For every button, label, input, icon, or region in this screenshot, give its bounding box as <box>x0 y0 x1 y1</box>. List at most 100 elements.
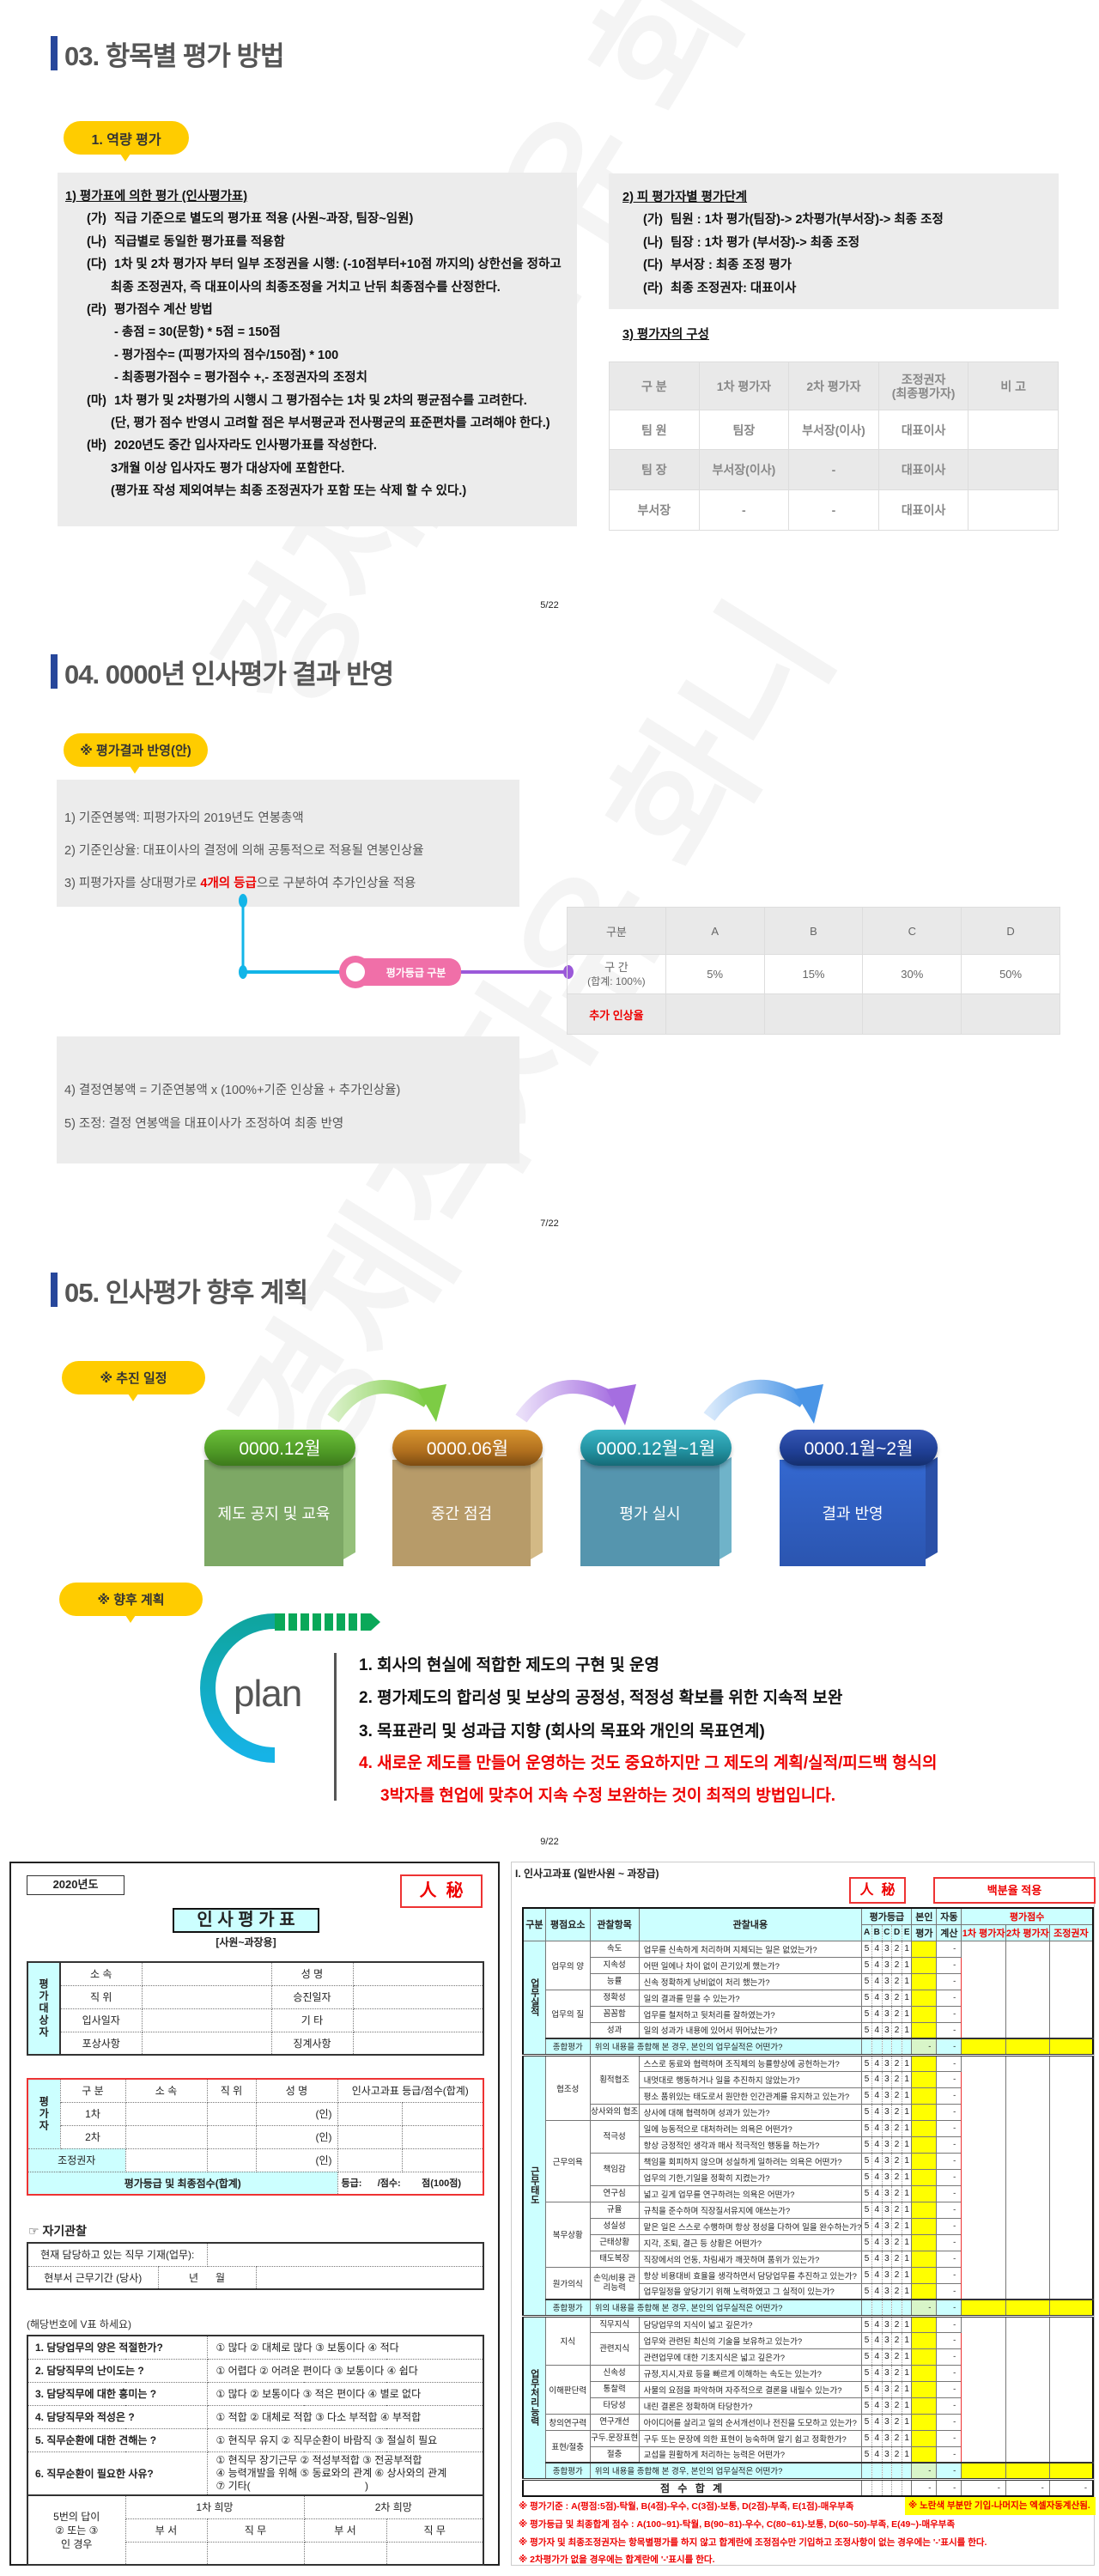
score-1st[interactable] <box>961 1940 1006 2039</box>
grade-option[interactable]: 4 <box>871 2331 883 2349</box>
grade-option[interactable]: 3 <box>881 2364 893 2382</box>
grade-option[interactable]: 3 <box>881 2168 893 2186</box>
grade-option[interactable]: 1 <box>901 2282 913 2300</box>
self-score-input[interactable] <box>911 2152 938 2170</box>
grade-option[interactable]: 2 <box>891 2119 902 2137</box>
grade-option[interactable]: 2 <box>891 2266 902 2284</box>
grade-option[interactable]: 5 <box>861 2445 872 2464</box>
grade-option[interactable]: 1 <box>901 2005 913 2023</box>
field-input[interactable] <box>401 2124 484 2149</box>
grade-option[interactable]: 3 <box>881 2005 893 2023</box>
grade-option[interactable]: 3 <box>881 2348 893 2366</box>
score-1st-summary[interactable] <box>961 2462 1006 2480</box>
grade-option[interactable]: 1 <box>901 2315 913 2333</box>
grade-option[interactable]: 5 <box>861 2152 872 2170</box>
self-score-input[interactable] <box>911 2348 938 2366</box>
self-score-input[interactable] <box>911 2184 938 2202</box>
grade-option[interactable]: 5 <box>861 2413 872 2431</box>
grade-option[interactable]: 3 <box>881 1956 893 1974</box>
field-input[interactable] <box>352 1984 484 2009</box>
grade-option[interactable]: 3 <box>881 2250 893 2268</box>
grade-option[interactable]: 3 <box>881 2429 893 2447</box>
grade-option[interactable]: 4 <box>871 2087 883 2105</box>
grade-option[interactable]: 4 <box>871 2364 883 2382</box>
grade-option[interactable]: 2 <box>891 2136 902 2154</box>
self-score-input[interactable] <box>911 2168 938 2186</box>
grade-option[interactable]: 2 <box>891 2070 902 2088</box>
grade-option[interactable]: 3 <box>881 2070 893 2088</box>
field-input[interactable] <box>352 1961 484 1986</box>
answer-options[interactable]: ① 많다 ② 대체로 많다 ③ 보통이다 ④ 적다 <box>206 2335 484 2360</box>
grade-option[interactable]: 5 <box>861 2250 872 2268</box>
grade-option[interactable]: 4 <box>871 2152 883 2170</box>
grade-option[interactable]: 5 <box>861 1989 872 2007</box>
score-2nd[interactable] <box>1005 2315 1050 2464</box>
grade-option[interactable]: 1 <box>901 2119 913 2137</box>
grade-option[interactable]: 5 <box>861 2005 872 2023</box>
grade-option[interactable]: 3 <box>881 2413 893 2431</box>
grade-option[interactable]: 2 <box>891 2413 902 2431</box>
grade-option[interactable]: 4 <box>871 2070 883 2088</box>
grade-option[interactable]: 1 <box>901 1989 913 2007</box>
self-score-input[interactable] <box>911 2445 938 2464</box>
self-score-input[interactable] <box>911 2087 938 2105</box>
grade-option[interactable]: 4 <box>871 2380 883 2398</box>
grade-option[interactable]: 1 <box>901 2397 913 2415</box>
grade-option[interactable]: 3 <box>881 2021 893 2039</box>
field-input[interactable] <box>401 2148 484 2172</box>
grade-option[interactable]: 2 <box>891 1989 902 2007</box>
final-score-field[interactable]: 등급: /점수: 점(100점) <box>337 2171 484 2196</box>
grade-option[interactable]: 2 <box>891 2168 902 2186</box>
grade-option[interactable]: 5 <box>861 2168 872 2186</box>
grade-option[interactable]: 1 <box>901 2070 913 2088</box>
self-score-input[interactable] <box>911 2136 938 2154</box>
grade-option[interactable]: 5 <box>861 2136 872 2154</box>
self-score-input[interactable] <box>911 1956 938 1974</box>
grade-option[interactable]: 4 <box>871 1972 883 1990</box>
grade-option[interactable]: 1 <box>901 2136 913 2154</box>
grade-option[interactable]: 3 <box>881 2087 893 2105</box>
grade-option[interactable]: 1 <box>901 2184 913 2202</box>
grade-option[interactable]: 1 <box>901 2087 913 2105</box>
grade-option[interactable]: 4 <box>871 1989 883 2007</box>
field-input[interactable] <box>124 2101 208 2126</box>
grade-option[interactable]: 3 <box>881 2266 893 2284</box>
grade-option[interactable]: 5 <box>861 2021 872 2039</box>
grade-option[interactable]: 2 <box>891 2217 902 2235</box>
grade-option[interactable]: 2 <box>891 2005 902 2023</box>
period-input[interactable]: 년 월 <box>157 2265 257 2290</box>
grade-option[interactable]: 3 <box>881 2054 893 2072</box>
self-score-input[interactable] <box>911 2380 938 2398</box>
grade-option[interactable]: 3 <box>881 2315 893 2333</box>
score-2nd-summary[interactable] <box>1005 2038 1050 2056</box>
grade-option[interactable]: 2 <box>891 2152 902 2170</box>
score-adjuster[interactable] <box>1048 2315 1094 2464</box>
self-score-input[interactable] <box>911 2315 938 2333</box>
field-input[interactable] <box>337 2101 403 2126</box>
grade-option[interactable]: 1 <box>901 2217 913 2235</box>
grade-option[interactable]: 4 <box>871 2217 883 2235</box>
self-score-input[interactable] <box>911 2103 938 2121</box>
self-score-input[interactable] <box>911 2331 938 2349</box>
grade-option[interactable]: 4 <box>871 2266 883 2284</box>
grade-option[interactable]: 4 <box>871 2005 883 2023</box>
seal-field[interactable]: (인) <box>255 2148 338 2172</box>
field-input[interactable] <box>401 2101 484 2126</box>
self-score-input[interactable] <box>911 2397 938 2415</box>
field-input[interactable] <box>352 2008 484 2032</box>
self-score-input[interactable] <box>911 1940 938 1958</box>
grade-option[interactable]: 5 <box>861 2266 872 2284</box>
grade-option[interactable]: 5 <box>861 1940 872 1958</box>
score-2nd-summary[interactable] <box>1005 2462 1050 2480</box>
field-input[interactable] <box>206 2124 257 2149</box>
field-input[interactable] <box>141 2008 272 2032</box>
grade-option[interactable]: 5 <box>861 2380 872 2398</box>
grade-option[interactable]: 5 <box>861 2103 872 2121</box>
grade-option[interactable]: 5 <box>861 2282 872 2300</box>
grade-option[interactable]: 2 <box>891 1972 902 1990</box>
field-input[interactable] <box>141 1984 272 2009</box>
grade-option[interactable]: 5 <box>861 2087 872 2105</box>
grade-option[interactable]: 1 <box>901 2331 913 2349</box>
self-score-input[interactable] <box>911 1989 938 2007</box>
score-adjuster[interactable] <box>1048 1940 1094 2039</box>
